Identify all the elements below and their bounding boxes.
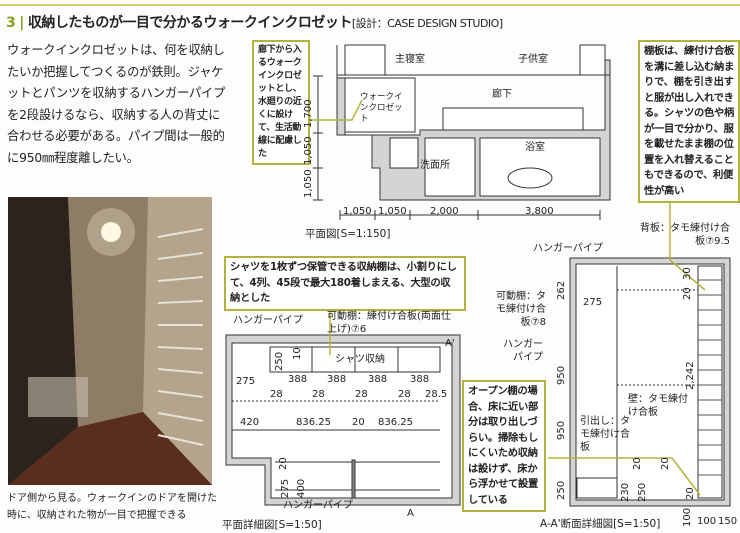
dimension-label: 28 [355, 389, 368, 400]
dimension-label: 1,050 [343, 206, 372, 217]
callout-corridor-access: 廊下から入るウォークインクロゼットとし、水廻りの近くに設けて、生活動線に配慮した [252, 40, 310, 165]
dimension-label: 275 [583, 297, 603, 308]
dimension-label: 275 [280, 478, 291, 498]
dimension-label: 20 [685, 487, 696, 500]
dimension-label: 28 [398, 389, 411, 400]
label-shirt-storage: シャツ収納 [335, 354, 385, 365]
photo-illustration [8, 197, 212, 485]
dimension-label: 20 [660, 457, 671, 470]
label-section-movable-shelf: 可動棚：タモ練付け合板⑦8 [496, 291, 546, 328]
dimension-label: 250 [556, 480, 567, 500]
photo-caption: ドア側から見る。ウォークインのドアを開けた時に、収納された物が一目で把握できる [7, 493, 217, 521]
room-bathroom: 浴室 [525, 142, 545, 153]
section-mark-a: A [407, 508, 414, 519]
section-header: 3|収納したものが一目で分かるウォークインクロゼット[設計：CASE DESIG… [6, 12, 503, 32]
page-title: 収納したものが一目で分かるウォークインクロゼット [27, 15, 353, 31]
room-walk-in-closet: ウォークインクロゼット [360, 92, 403, 124]
dimension-label: 28 [270, 389, 283, 400]
dimension-label: 100 [697, 516, 717, 527]
dimension-label: 2,242 [685, 361, 696, 390]
label-section-hanger-pipe-lower: ハンガーパイプ [503, 339, 543, 363]
section-drawing [569, 257, 731, 507]
dimension-label: 250 [274, 351, 285, 371]
dimension-label: 1,050 [303, 169, 314, 198]
dimension-label: 250 [637, 482, 648, 502]
dimension-label: 10 [292, 347, 303, 360]
dimension-label: 388 [368, 374, 388, 385]
dimension-label: 28.5 [425, 389, 448, 400]
dimension-label: 400 [296, 478, 307, 498]
closet-photo [8, 197, 212, 485]
dimension-label: 20 [682, 287, 693, 300]
dimension-label: 28 [312, 389, 325, 400]
callout-shelf-boards: 棚板は、練付け合板を溝に差し込む納まりで、棚を引き出すと服が出し入れできる。シャ… [638, 40, 740, 203]
section-number: 3 [6, 15, 16, 31]
room-kids-room: 子供室 [518, 54, 548, 65]
dimension-label: 1,050 [378, 206, 407, 217]
dimension-label: 100 [682, 507, 693, 527]
label-wall: 壁：タモ練付け合板 [628, 394, 688, 418]
detail-plan-drawing [225, 334, 461, 506]
room-corridor: 廊下 [492, 89, 512, 100]
dimension-label: 950 [556, 365, 567, 385]
dimension-label: 388 [288, 374, 308, 385]
header-divider: | [19, 15, 24, 31]
section-caption: A-A'断面詳細図[S=1:50] [540, 518, 661, 530]
dimension-label: 836.25 [378, 417, 413, 428]
dimension-label: 3,800 [525, 206, 554, 217]
dimension-label: 2,000 [430, 206, 459, 217]
dimension-label: 150 [718, 516, 738, 527]
dimension-label: 420 [240, 417, 260, 428]
callout-open-shelf: オープン棚の場合、床に近い部分は取り出しづらい。掃除もしにくいため収納は設けず、… [462, 380, 546, 512]
dimension-label: 30 [682, 267, 693, 280]
label-hanger-pipe-bottom: ハンガーパイプ [283, 500, 353, 511]
dimension-label: 388 [327, 374, 347, 385]
header-rule [0, 4, 740, 6]
dimension-label: 20 [632, 457, 643, 470]
room-washroom: 洗面所 [420, 160, 450, 171]
dimension-label: 1,050 [303, 136, 314, 165]
dimension-label: 20 [352, 417, 365, 428]
floor-plan-drawing [313, 44, 611, 220]
label-back-board: 背板：タモ練付け合板⑦9.5 [640, 223, 730, 247]
dimension-label: 275 [236, 376, 256, 387]
floor-plan-caption: 平面図[S=1:150] [305, 228, 391, 240]
callout-leaders [302, 99, 706, 496]
dimension-label: 388 [410, 374, 430, 385]
label-drawer: 引出し：タモ練付け合板 [580, 416, 630, 453]
design-credit: [設計：CASE DESIGN STUDIO] [351, 17, 503, 30]
section-mark-a-prime: A' [445, 338, 455, 349]
intro-text: ウォークインクロゼットは、何を収納したいか把握してつくるのが鉄則。ジャケットとパ… [7, 43, 226, 165]
detail-plan-caption: 平面詳細図[S=1:50] [222, 519, 322, 531]
callout-shirt-storage: シャツを1枚ずつ保管できる収納棚は、小割りにして、4列、45段で最大180着しま… [224, 256, 466, 311]
room-master-bedroom: 主寝室 [395, 54, 425, 65]
dimension-label: 20 [278, 457, 289, 470]
dimension-label: 262 [556, 280, 567, 300]
label-hanger-pipe: ハンガーパイプ [233, 315, 303, 326]
dimension-label: 230 [620, 482, 631, 502]
label-movable-shelf: 可動棚：練付け合板(両面仕上げ)⑦6 [327, 311, 451, 335]
dimension-label: 1,700 [303, 99, 314, 128]
label-section-hanger-pipe: ハンガーパイプ [533, 243, 603, 254]
dimension-label: 950 [556, 420, 567, 440]
dimension-label: 836.25 [296, 417, 331, 428]
